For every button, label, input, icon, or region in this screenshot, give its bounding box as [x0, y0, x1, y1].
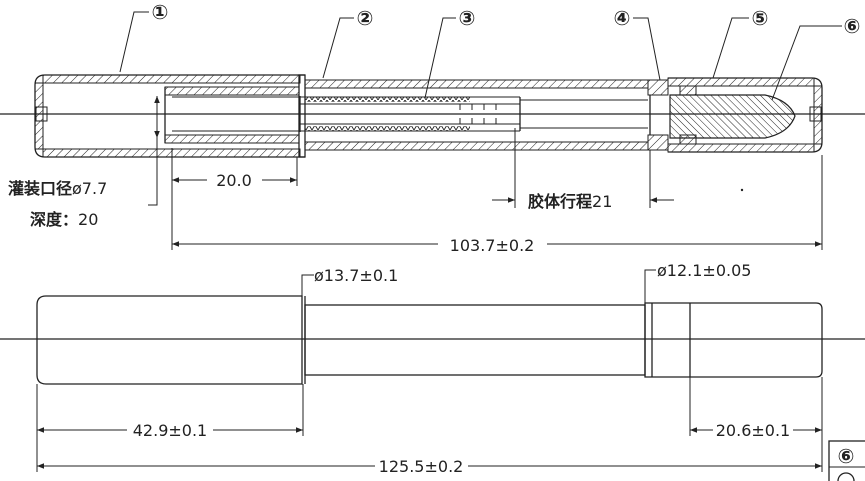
fill-diameter-value: ø7.7: [72, 179, 107, 198]
thread-top: [305, 97, 470, 102]
parts-table: ⑥: [828, 440, 865, 481]
callout-5: ⑤: [752, 6, 769, 30]
cap-end-wall: [34, 82, 44, 150]
body-inner-sleeve-top: [164, 86, 300, 96]
body-top-wall: [304, 79, 649, 89]
cap-diameter-leader: [301, 274, 314, 296]
glue-stroke-label: 胶体行程: [528, 192, 592, 211]
callout-2-leader: [322, 17, 354, 79]
fill-diameter-annotation: 灌装口径ø7.7: [8, 179, 107, 198]
fill-diameter-label: 灌装口径: [8, 179, 72, 198]
part-4-collar: [647, 79, 669, 151]
callouts: ① ② ③ ④ ⑤ ⑥: [119, 0, 861, 101]
end-shell-end-wall: [813, 85, 823, 145]
collar-top: [647, 79, 669, 96]
end-shell-bottom-wall: [667, 143, 815, 153]
end-length-value: 20.6±0.1: [716, 421, 790, 440]
part-2-body: [164, 79, 649, 151]
cross-section-view: [0, 74, 865, 192]
depth-value: 20: [78, 210, 98, 229]
outline-end: [644, 302, 823, 378]
depth-label: 深度：: [30, 210, 78, 229]
callout-4-leader: [633, 17, 661, 81]
callout-5-leader: [712, 17, 749, 79]
glue-stroke-annotation: 胶体行程21: [528, 192, 612, 211]
part-5-end-shell: [667, 77, 823, 153]
part-6-product-bullet: [669, 94, 796, 139]
cap-lip: [298, 74, 306, 158]
callout-1: ①: [152, 0, 169, 24]
glue-stroke-value: 21: [592, 192, 612, 211]
end-shell-top-wall: [667, 77, 815, 87]
cap-notch: [35, 106, 48, 122]
section-length-value: 103.7±0.2: [450, 236, 535, 255]
inner-length-value: 20.0: [216, 171, 252, 190]
outline-body: [304, 304, 646, 376]
parts-table-row1: ⑥: [838, 444, 855, 468]
body-inner-sleeve-bottom: [164, 134, 300, 144]
fill-diameter-leader: [148, 138, 158, 206]
callout-6-leader: [771, 25, 842, 101]
collar-bottom: [647, 134, 669, 151]
callout-3: ③: [459, 6, 476, 30]
body-diameter-leader: [644, 269, 656, 303]
callout-4: ④: [614, 6, 631, 30]
callout-2: ②: [357, 6, 374, 30]
callout-3-leader: [424, 17, 456, 99]
cap-top-wall: [42, 74, 301, 84]
cap-diameter-value: ø13.7±0.1: [314, 266, 398, 285]
outline-cap: [36, 295, 303, 385]
outline-view: [0, 295, 865, 385]
cap-length-value: 42.9±0.1: [133, 421, 207, 440]
end-shell-clip-top: [679, 85, 697, 96]
depth-annotation: 深度：20: [30, 210, 98, 229]
end-shell-notch: [809, 106, 822, 122]
total-length-value: 125.5±0.2: [379, 457, 464, 476]
stray-dot: [740, 188, 744, 192]
parts-table-row2-partial-circle: [837, 472, 855, 481]
callout-6: ⑥: [844, 14, 861, 38]
callout-1-leader: [119, 11, 149, 73]
parts-table-frame: [828, 440, 865, 481]
part-3-screw-mechanism: [172, 96, 521, 132]
thread-bottom: [305, 126, 470, 131]
body-diameter-value: ø12.1±0.05: [657, 261, 751, 280]
bottom-dimensions: ø13.7±0.1 ø12.1±0.05 42.9±0.1 20.6±0.1 1…: [36, 261, 823, 476]
top-dimensions: 灌装口径ø7.7 深度：20 20.0 胶体行程21 103.7±0.2: [8, 96, 823, 255]
body-bottom-wall: [304, 141, 649, 151]
